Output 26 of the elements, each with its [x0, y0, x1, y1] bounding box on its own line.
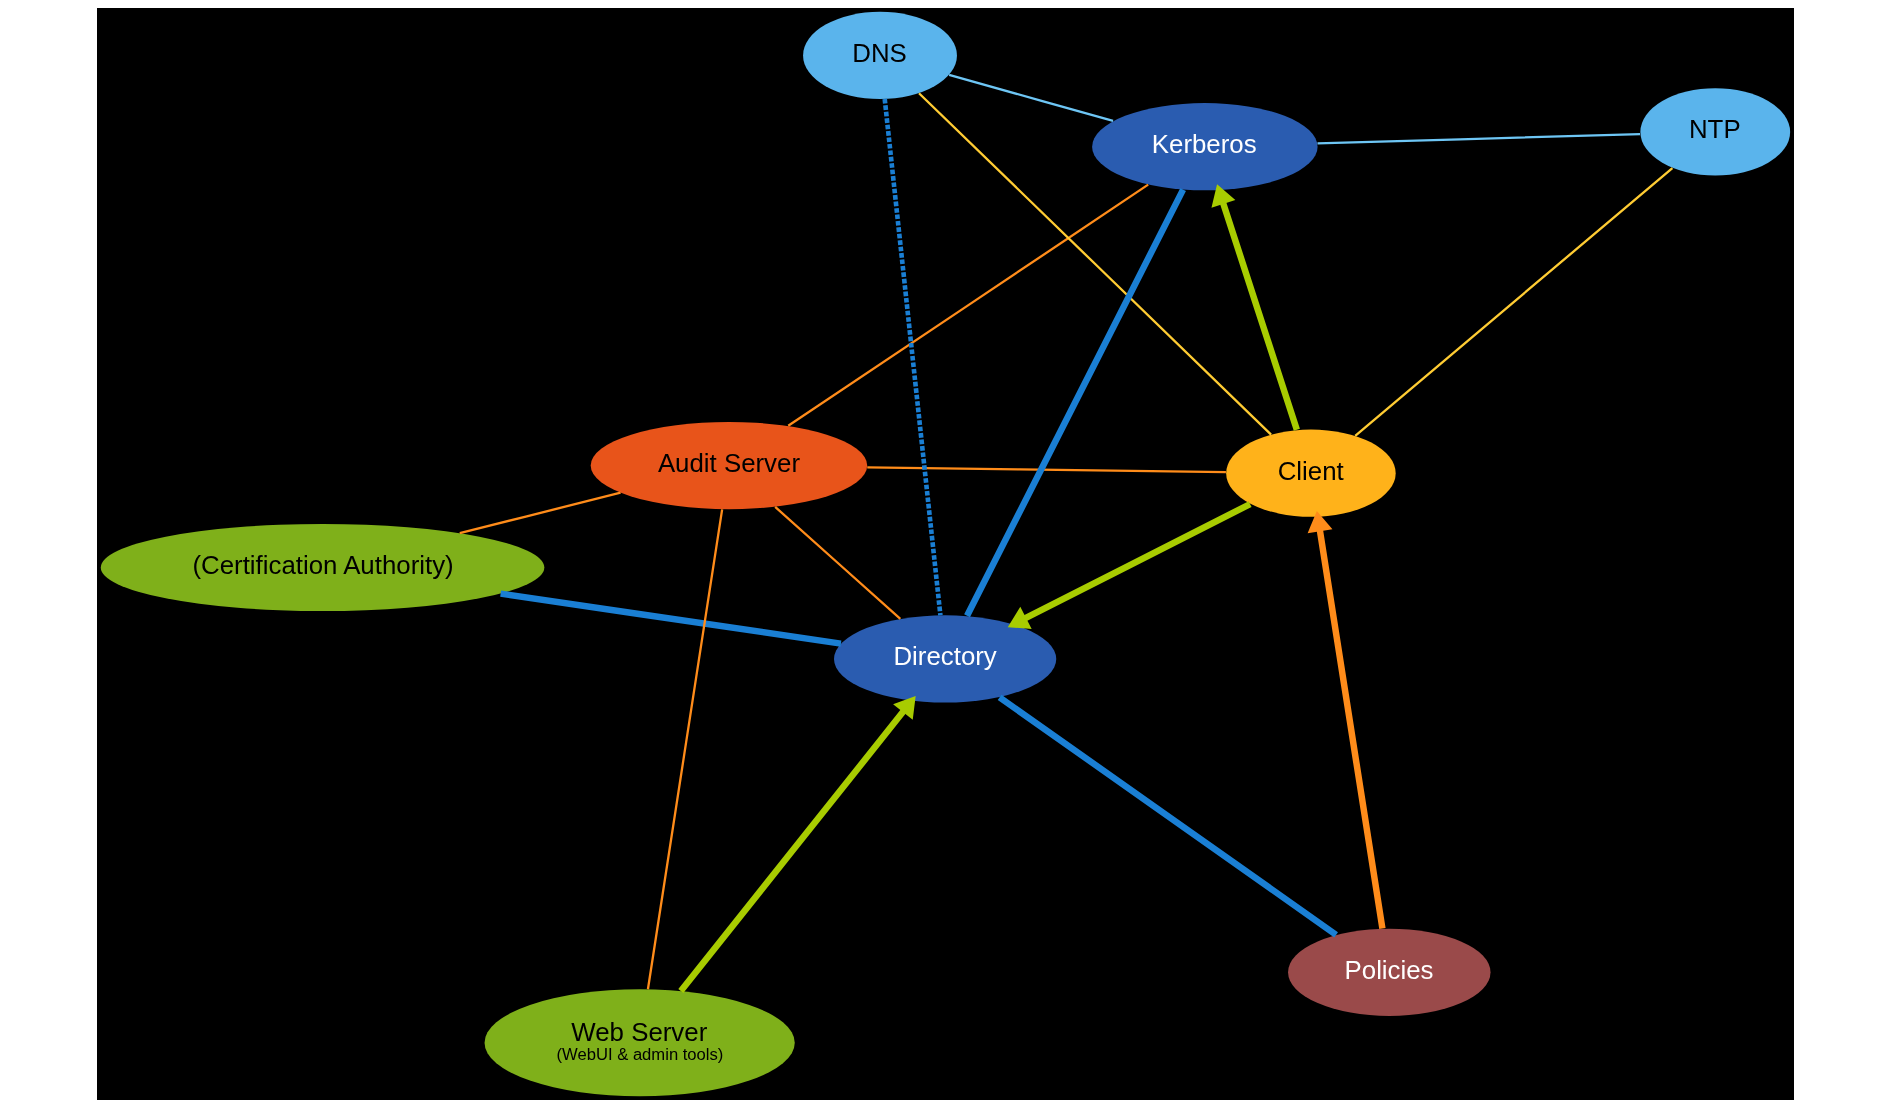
node-ellipse: Web Server (WebUI & admin tools)	[484, 989, 795, 1097]
node-ellipse: Audit Server	[590, 421, 867, 510]
connector	[773, 506, 901, 620]
node-ellipse: (Certification Authority)	[100, 523, 544, 612]
node-ellipse: DNS	[802, 11, 957, 99]
connector	[948, 73, 1113, 122]
arrow	[1007, 501, 1252, 630]
arrow	[1307, 511, 1386, 929]
connector	[499, 590, 841, 647]
connector	[1353, 167, 1673, 437]
node-ellipse: Client	[1225, 429, 1396, 517]
node-ellipse: NTP	[1639, 88, 1790, 176]
connector	[997, 694, 1338, 938]
connector	[646, 509, 723, 990]
connector	[917, 92, 1272, 436]
connector	[458, 491, 621, 535]
connector	[963, 188, 1186, 618]
arrow	[1210, 184, 1300, 431]
connector	[881, 98, 943, 616]
connector	[1316, 132, 1640, 145]
node-ellipse: Kerberos	[1091, 103, 1318, 191]
connector	[787, 183, 1149, 427]
arrow	[677, 695, 916, 994]
node-ellipse: Directory	[833, 615, 1056, 703]
connector	[866, 466, 1226, 474]
node-ellipse: Policies	[1287, 928, 1491, 1016]
